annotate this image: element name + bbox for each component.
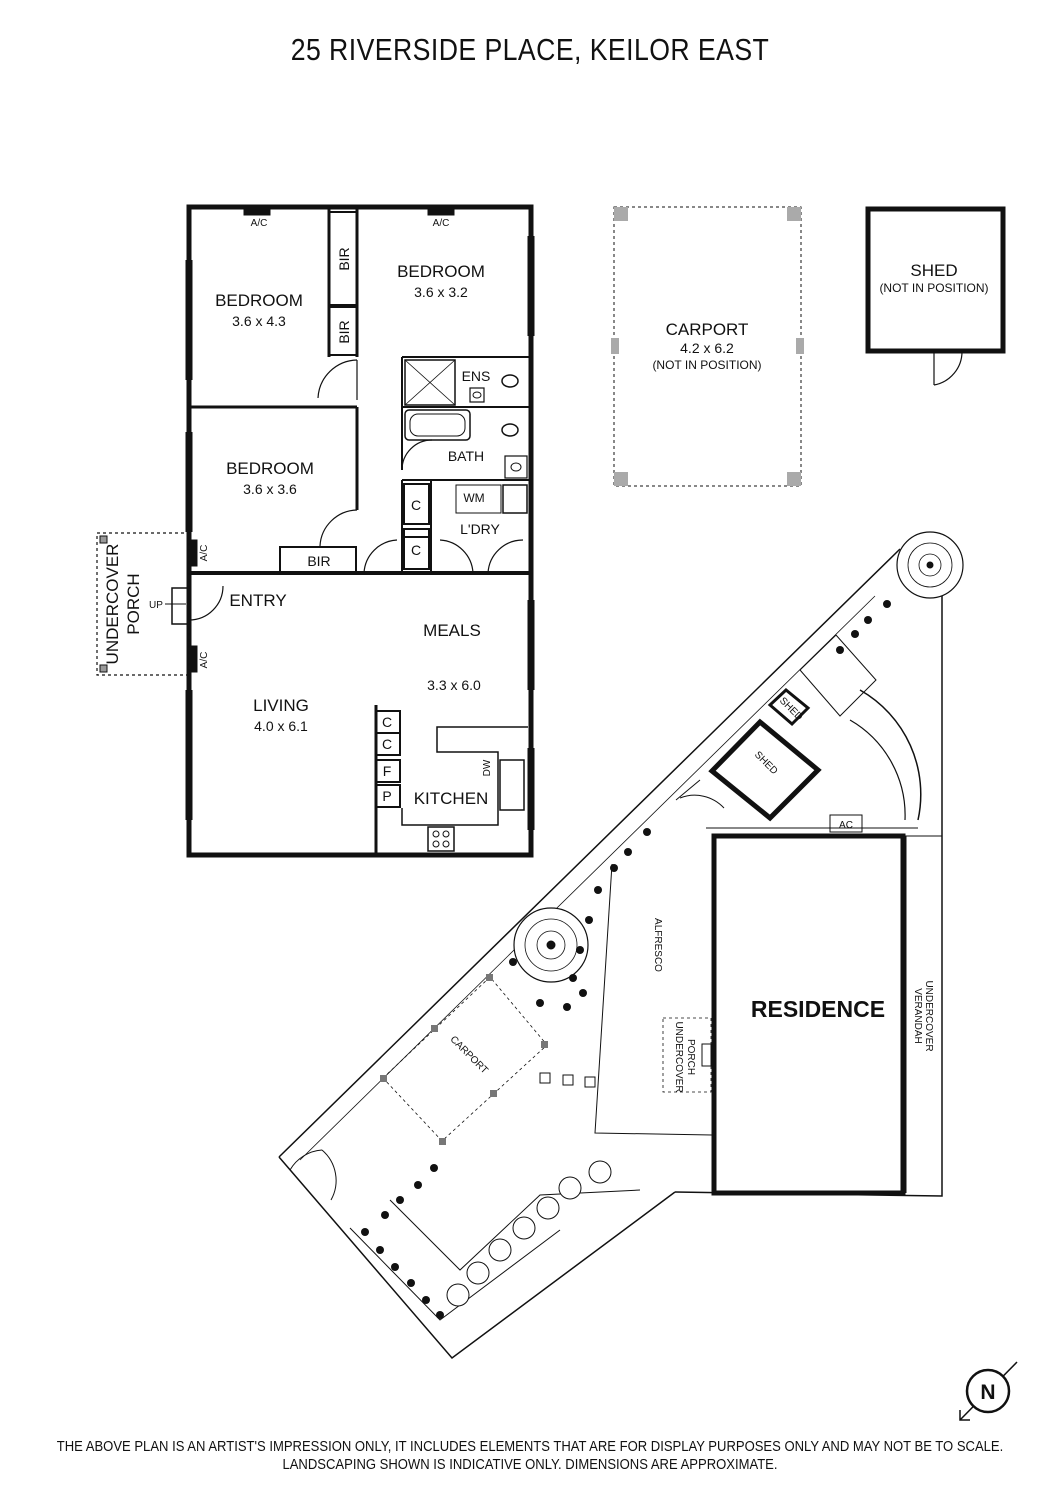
shed-note: (NOT IN POSITION) (879, 281, 988, 295)
bedroom2-dims: 3.6 x 3.2 (414, 284, 468, 300)
plant-icon (361, 600, 891, 1319)
bedroom3-dims: 3.6 x 3.6 (243, 481, 297, 497)
pantry-label: P (382, 788, 391, 804)
bath-label: BATH (448, 448, 484, 464)
north-arrow-icon (959, 1361, 1018, 1421)
site-carport-label: CARPORT (448, 1034, 490, 1076)
ac-label: A/C (199, 652, 210, 669)
porch-label-line2: PORCH (124, 573, 143, 634)
bir-label: BIR (307, 553, 330, 569)
cupboard-label: C (411, 497, 421, 513)
page-title: 25 RIVERSIDE PLACE, KEILOR EAST (290, 32, 770, 67)
ens-label: ENS (462, 368, 491, 384)
entry-label: ENTRY (229, 591, 286, 610)
site-porch-label-line1: UNDERCOVER (673, 1021, 684, 1092)
residence-label: RESIDENCE (751, 996, 885, 1022)
disclaimer-line1: THE ABOVE PLAN IS AN ARTIST'S IMPRESSION… (56, 1439, 1004, 1455)
meals-dims: 3.3 x 6.0 (427, 677, 481, 693)
site-porch-label-line2: PORCH (685, 1039, 696, 1075)
living-dims: 4.0 x 6.1 (254, 718, 308, 734)
porch-label-line1: UNDERCOVER (103, 544, 122, 665)
shed-outline (865, 206, 1006, 386)
kitchen-label: KITCHEN (414, 789, 489, 808)
up-label: UP (149, 600, 163, 611)
cupboard-label: C (382, 714, 392, 730)
bir-label: BIR (336, 247, 352, 270)
wm-label: WM (463, 491, 484, 505)
site-shed-small-label: SHED (777, 696, 804, 723)
disclaimer-line2: LANDSCAPING SHOWN IS INDICATIVE ONLY. DI… (282, 1457, 778, 1473)
carport-note: (NOT IN POSITION) (652, 358, 761, 372)
bedroom1-label: BEDROOM (215, 291, 303, 310)
house-floorplan (96, 204, 535, 858)
cupboard-label: C (411, 542, 421, 558)
ac-label: A/C (251, 218, 268, 229)
disclaimer: THE ABOVE PLAN IS AN ARTIST'S IMPRESSION… (53, 1438, 1007, 1474)
north-label: N (980, 1381, 995, 1404)
verandah-label-line2: VERANDAH (912, 988, 923, 1044)
bedroom2-label: BEDROOM (397, 262, 485, 281)
shed-label: SHED (910, 261, 957, 280)
cupboard-label: C (382, 736, 392, 752)
tree-icon (513, 907, 589, 983)
meals-label: MEALS (423, 621, 481, 640)
ac-label: A/C (199, 545, 210, 562)
dw-label: DW (482, 759, 493, 776)
ac-label: A/C (433, 218, 450, 229)
shrub-icon (446, 1160, 612, 1307)
site-shed-label: SHED (752, 750, 779, 777)
carport-outline (611, 206, 804, 487)
living-label: LIVING (253, 696, 309, 715)
site-ac-label: AC (839, 820, 853, 831)
alfresco-label: ALFRESCO (652, 918, 663, 972)
carport-label: CARPORT (666, 320, 749, 339)
bedroom3-label: BEDROOM (226, 459, 314, 478)
tree-icon (896, 531, 964, 599)
laundry-label: L'DRY (460, 521, 500, 537)
carport-dims: 4.2 x 6.2 (680, 340, 734, 356)
site-plan (278, 548, 943, 1360)
verandah-label-line1: UNDERCOVER (923, 980, 934, 1051)
fridge-label: F (383, 763, 392, 779)
bedroom1-dims: 3.6 x 4.3 (232, 313, 286, 329)
bir-label: BIR (336, 320, 352, 343)
